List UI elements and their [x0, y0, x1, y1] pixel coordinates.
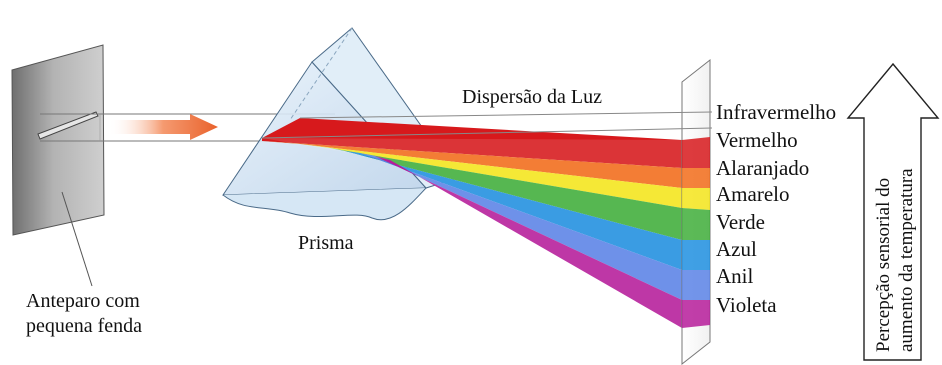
prism-label: Prisma — [298, 232, 354, 254]
spectrum-label-alaranjado: Alaranjado — [716, 156, 809, 180]
screen-label-line2: pequena fenda — [26, 315, 142, 337]
spectrum-label-amarelo: Amarelo — [716, 182, 789, 206]
spectrum-label-verde: Verde — [716, 210, 765, 234]
spectrum-label-infravermelho: Infravermelho — [716, 100, 836, 124]
beam-arrow — [108, 114, 218, 140]
screen-label-line1: Anteparo com — [26, 290, 140, 312]
incident-beam — [40, 113, 335, 142]
spectrum-label-violeta: Violeta — [716, 293, 777, 317]
temperature-arrow: Percepção sensorial do aumento da temper… — [846, 62, 940, 361]
receiving-board — [681, 58, 711, 365]
slit-screen — [11, 44, 105, 236]
arrow-label-line1: Percepção sensorial do — [873, 178, 894, 352]
band-alaranjado — [262, 141, 682, 188]
up-arrow-icon — [846, 62, 940, 361]
infrared-guides — [261, 111, 713, 139]
arrow-label-line2: aumento da temperatura — [896, 168, 917, 352]
spectrum-label-azul: Azul — [716, 237, 757, 261]
band-vermelho — [262, 118, 682, 168]
spectrum-labels: Infravermelho Vermelho Alaranjado Amarel… — [716, 100, 836, 317]
spectrum-fan — [262, 118, 682, 328]
slit — [37, 111, 99, 140]
spectrum-label-vermelho: Vermelho — [716, 128, 798, 152]
dispersion-label: Dispersão da Luz — [462, 86, 602, 108]
screen-pointer-line — [61, 191, 93, 287]
spectrum-label-anil: Anil — [716, 264, 754, 288]
